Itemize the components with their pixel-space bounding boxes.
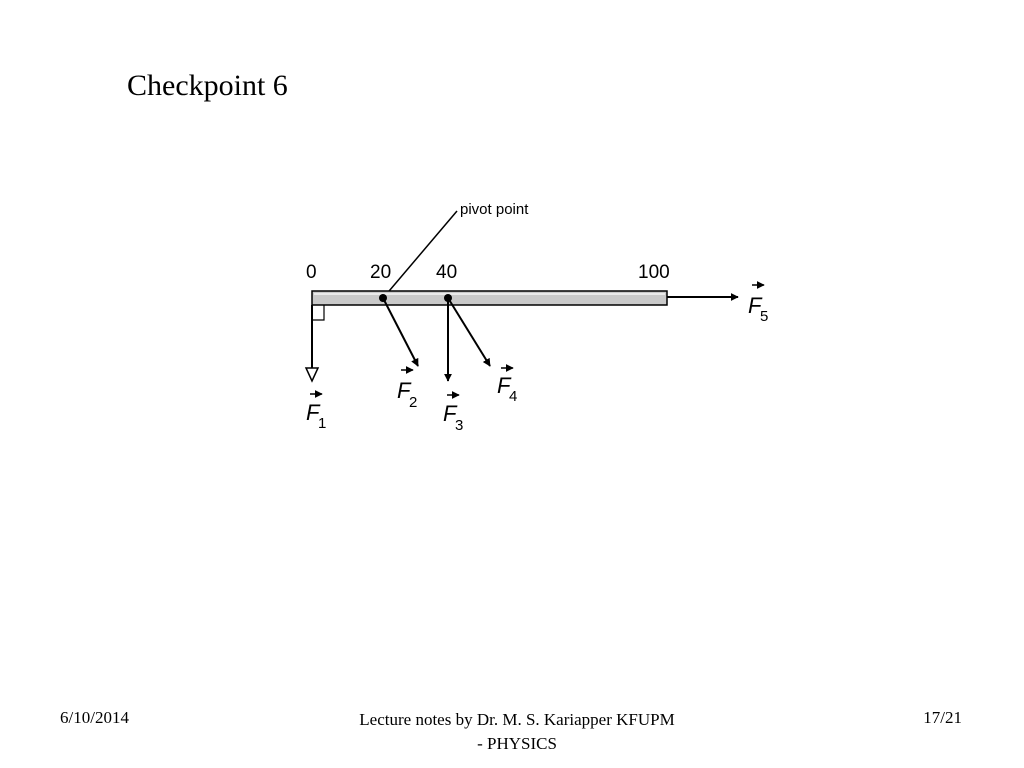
rod-mark-100: 100: [638, 262, 670, 283]
rod: [311, 290, 668, 306]
force-label-f2: F 2: [397, 366, 417, 411]
footer-notes-line1: Lecture notes by Dr. M. S. Kariapper KFU…: [359, 710, 675, 729]
force-label-f1-letter: F: [306, 400, 321, 425]
force-label-f3-subscript: 3: [455, 417, 463, 434]
rod-mark-20: 20: [370, 262, 391, 283]
force-label-f5: F 5: [748, 281, 768, 325]
force-arrow-f1-head: [304, 367, 320, 383]
pivot-leader-line: [383, 210, 458, 298]
force-label-f3-letter: F: [443, 401, 458, 426]
force-label-f3: F 3: [443, 391, 463, 434]
force-label-f2-subscript: 2: [409, 394, 417, 411]
force-label-f5-subscript: 5: [760, 308, 768, 325]
force-label-f1: F 1: [306, 390, 326, 432]
force-label-f2-letter: F: [397, 378, 412, 403]
right-angle-marker: [312, 305, 325, 321]
footer-date: 6/10/2014: [60, 708, 129, 727]
rod-mark-40: 40: [436, 262, 457, 283]
footer-notes: Lecture notes by Dr. M. S. Kariapper KFU…: [322, 708, 712, 756]
force-label-f4-subscript: 4: [509, 388, 517, 405]
force-arrow-f4: [447, 297, 491, 367]
slide-title: Checkpoint 6: [127, 69, 288, 102]
rod-mark-0: 0: [306, 262, 317, 283]
force-arrow-f2: [382, 297, 419, 367]
footer-notes-line2: - PHYSICS: [477, 734, 557, 753]
footer-page-number: 17/21: [923, 708, 962, 727]
force-label-f5-letter: F: [748, 293, 763, 318]
force-label-f4: F 4: [497, 364, 517, 405]
force-label-f4-letter: F: [497, 373, 512, 398]
force-label-f1-subscript: 1: [318, 415, 326, 432]
pivot-point-label: pivot point: [460, 201, 529, 218]
